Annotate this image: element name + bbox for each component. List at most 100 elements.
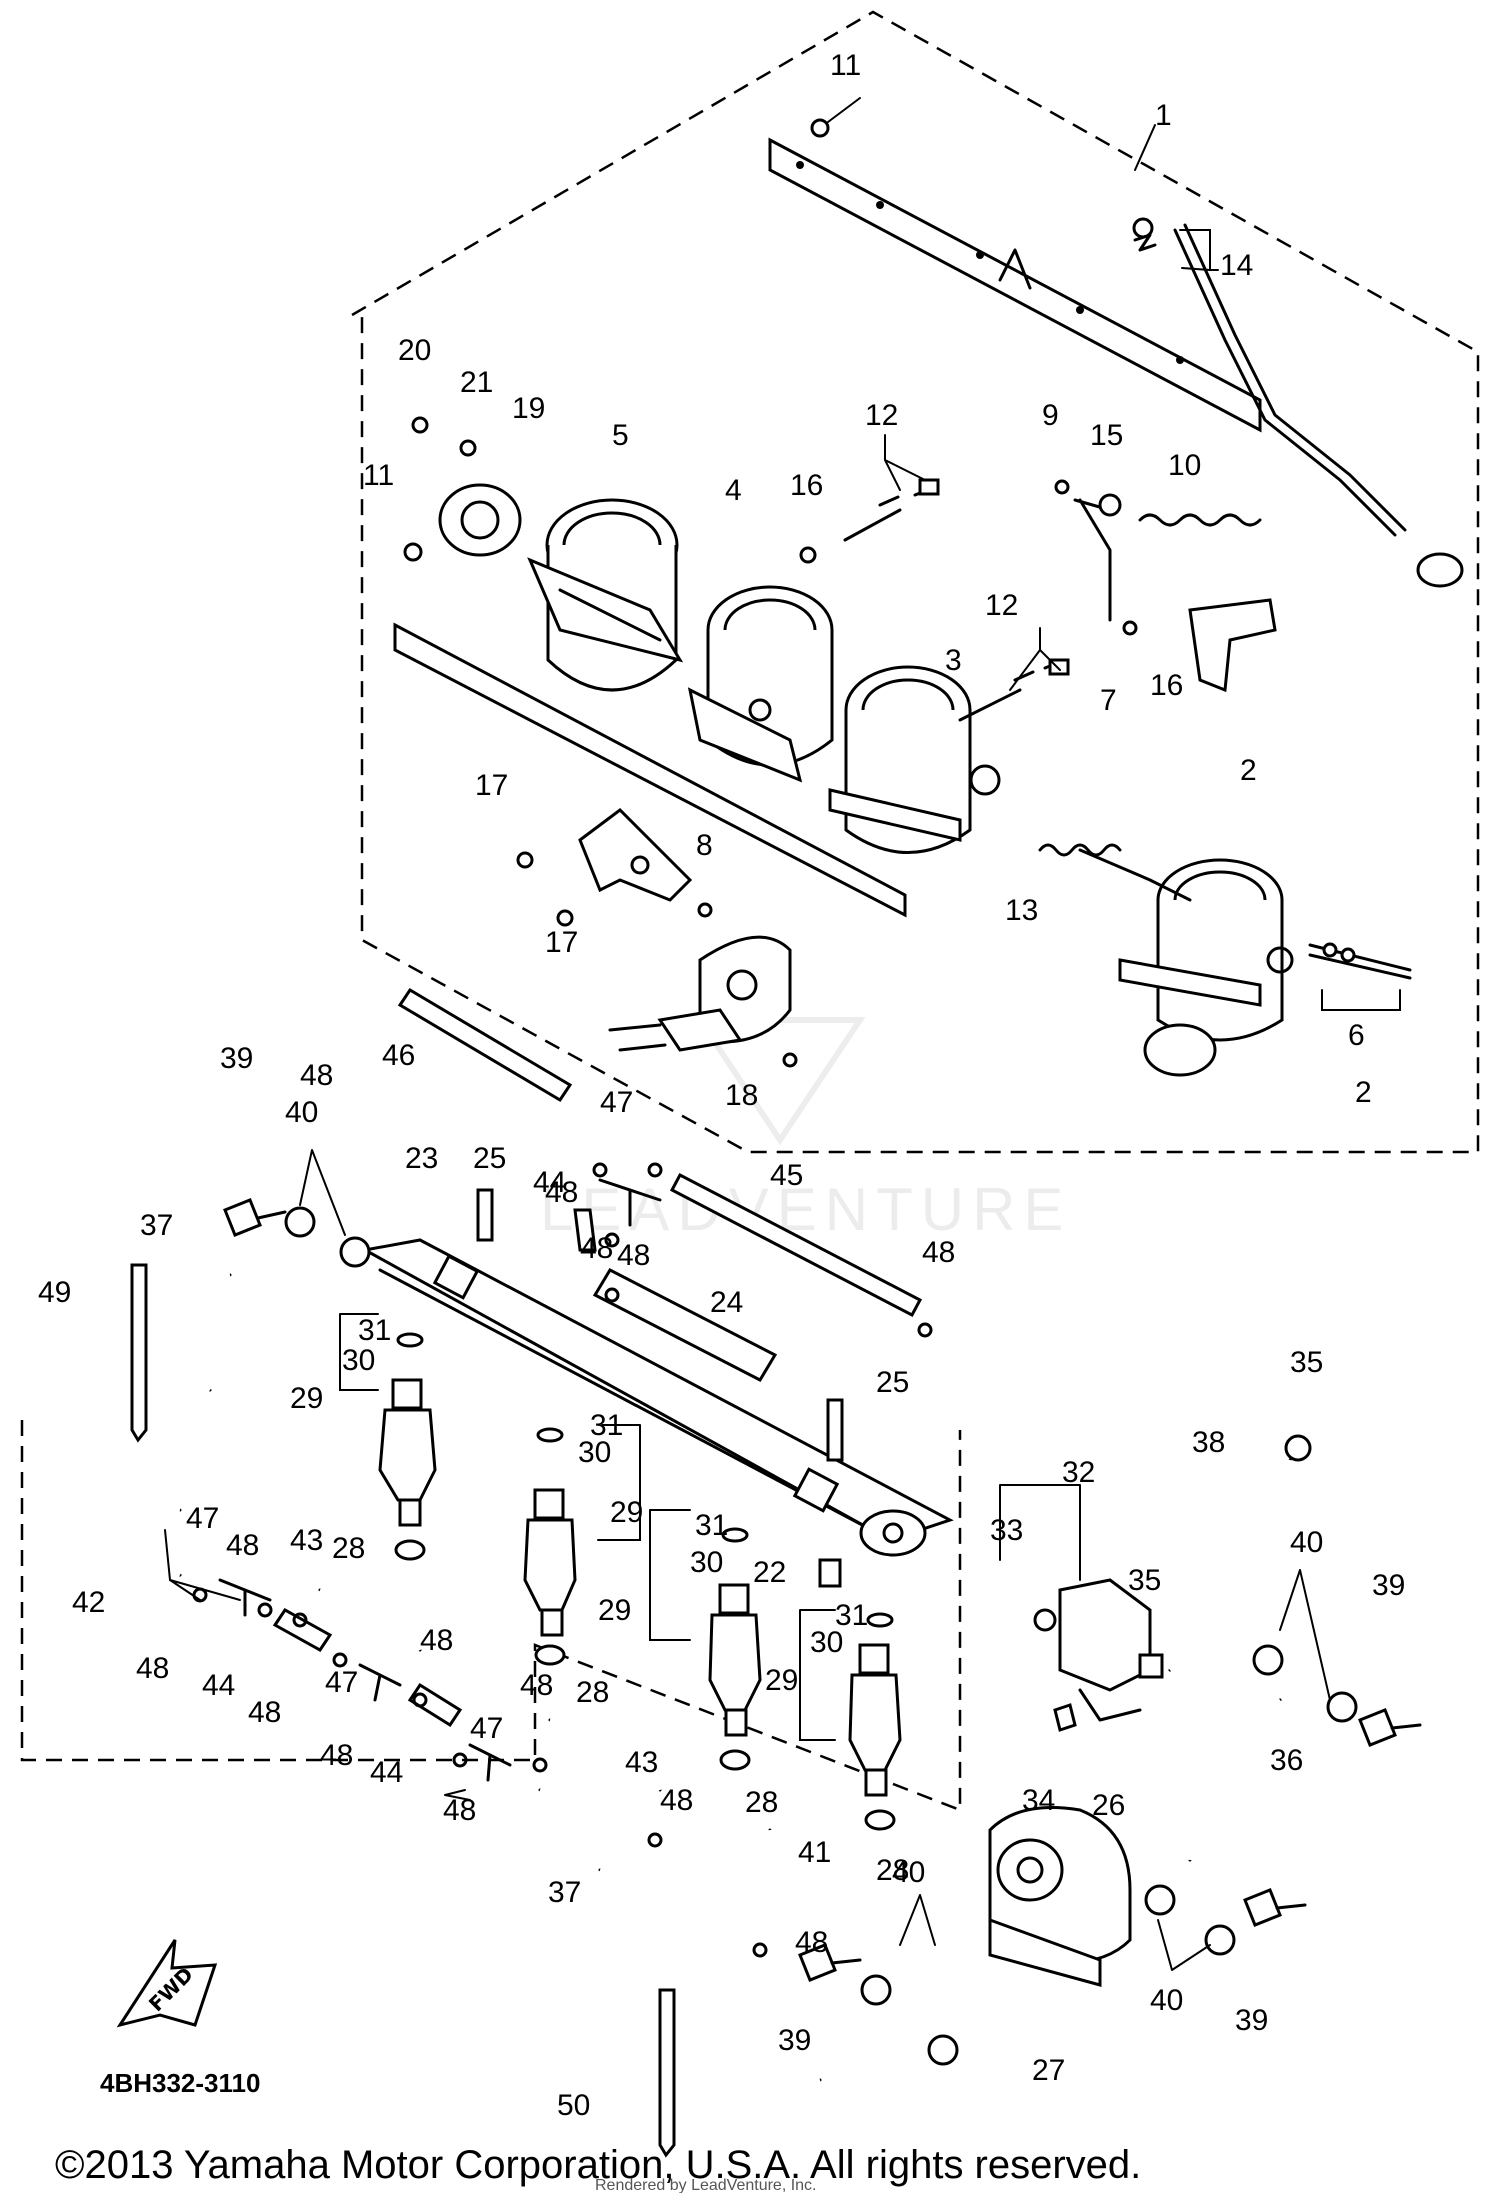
hose-36 (1183, 1694, 1285, 1862)
callout-label: 25 (473, 1142, 506, 1175)
callout-label: 16 (790, 469, 823, 502)
link-lever-15 (1073, 493, 1122, 622)
fuel-hose-24 (592, 1268, 778, 1382)
callout-label: 40 (892, 1856, 925, 1889)
callout-label: 48 (545, 1176, 578, 1209)
callout-label: 44 (370, 1756, 403, 1789)
hose-42 (64, 1481, 184, 1583)
forward-arrow: FWD (116, 1939, 218, 2028)
callout-label: 47 (186, 1502, 219, 1535)
fuel-pump-26 (988, 1806, 1132, 1987)
callout-label: 47 (600, 1086, 633, 1119)
spring-10 (1138, 513, 1262, 527)
copyright-notice: ©2013 Yamaha Motor Corporation, U.S.A. A… (55, 2143, 1141, 2187)
callout-label: 17 (475, 769, 508, 802)
callout-label: 11 (830, 49, 861, 82)
callout-label: 30 (578, 1436, 611, 1469)
screws-12-upper (843, 478, 940, 542)
screw-set-6 (1308, 942, 1412, 980)
callout-label: 50 (557, 2089, 590, 2122)
callout-label: 8 (696, 829, 713, 862)
callout-label: 21 (460, 366, 493, 399)
callout-label: 25 (876, 1366, 909, 1399)
cable-ties-50 (130, 1263, 676, 2158)
screws-12-lower (958, 658, 1070, 722)
callout-label: 30 (810, 1626, 843, 1659)
rendered-by-notice: Rendered by LeadVenture, Inc. (595, 2177, 817, 2193)
callout-label: 5 (612, 419, 629, 452)
lever-16 (1188, 598, 1277, 693)
throttle-body-5 (438, 483, 684, 692)
callout-label: 9 (1042, 399, 1059, 432)
callout-label: 30 (342, 1344, 375, 1377)
callout-label: 37 (140, 1209, 173, 1242)
callout-label: 48 (320, 1739, 353, 1772)
callout-label: 33 (990, 1514, 1023, 1547)
callout-label: 48 (795, 1926, 828, 1959)
callout-label: 45 (770, 1159, 803, 1192)
callout-label: 30 (690, 1546, 723, 1579)
callout-label: 6 (1348, 1019, 1365, 1052)
small-fasteners (403, 118, 1138, 1068)
injector-right (848, 1643, 902, 1797)
callout-label: 48 (248, 1696, 281, 1729)
callout-label: 48 (617, 1239, 650, 1272)
seals-28 (394, 1539, 896, 1831)
callout-label: 39 (1235, 2004, 1268, 2037)
callout-label: 29 (598, 1594, 631, 1627)
hose-38 (1164, 1457, 1299, 1677)
upper-bracket-rail (768, 137, 1262, 433)
callout-label: 2 (1240, 754, 1257, 787)
callout-label: 31 (695, 1509, 728, 1542)
hose-46 (397, 987, 573, 1103)
callout-label: 26 (1092, 1789, 1125, 1822)
callout-label: 31 (590, 1409, 623, 1442)
throttle-body-2 (1118, 858, 1294, 1077)
callout-label: 44 (202, 1669, 235, 1702)
callout-label: 15 (1090, 419, 1123, 452)
throttle-cable-bracket (1132, 217, 1464, 588)
callout-label: 44 (533, 1166, 566, 1199)
fuel-rail-23 (360, 1238, 954, 1557)
callout-label: 48 (580, 1232, 613, 1265)
callout-label: 48 (660, 1784, 693, 1817)
callout-label: 12 (985, 589, 1018, 622)
injector-left (378, 1378, 437, 1527)
fuel-hose-45 (669, 1172, 923, 1318)
bolts-39 (223, 1198, 1422, 1982)
callout-label: 39 (778, 2024, 811, 2057)
callout-label: 23 (405, 1142, 438, 1175)
callout-label: 31 (358, 1314, 391, 1347)
pressure-regulator-32 (1033, 1578, 1152, 1722)
callout-label: 38 (1192, 1426, 1225, 1459)
part-code: 4BH332-3110 (100, 2068, 260, 2098)
callout-label: 28 (876, 1854, 909, 1887)
callout-label: 49 (38, 1276, 71, 1309)
callout-label: 40 (1150, 1984, 1183, 2017)
callout-label: 2 (1355, 1076, 1372, 1109)
callout-label: 29 (610, 1496, 643, 1529)
callout-label: 40 (285, 1096, 318, 1129)
fuel-hoses-37 (150, 1266, 823, 2093)
callout-label: 47 (470, 1712, 503, 1745)
callout-label: 40 (1290, 1526, 1323, 1559)
callout-label: 28 (745, 1786, 778, 1819)
callout-label: 20 (398, 334, 431, 367)
joints-47 (218, 1178, 662, 1782)
callout-labels: 1 2 2 3 4 5 6 7 8 9 10 11 11 12 12 13 14… (38, 49, 1405, 2122)
throttle-assembly-boundary (351, 10, 1480, 1154)
callout-label: 37 (548, 1876, 581, 1909)
callout-label: 7 (1100, 684, 1117, 717)
bracket-17 (578, 808, 693, 902)
spacer-22 (818, 1558, 842, 1588)
washers-40 (284, 1206, 1358, 2066)
callout-label: 39 (1372, 1569, 1405, 1602)
orings-31 (396, 1332, 894, 1628)
callout-label: 36 (1270, 1744, 1303, 1777)
callout-label: 48 (300, 1059, 333, 1092)
callout-label: 39 (220, 1042, 253, 1075)
throttle-body-4 (687, 585, 834, 783)
callout-label: 34 (1022, 1784, 1055, 1817)
clamps-35 (1138, 1434, 1312, 1679)
